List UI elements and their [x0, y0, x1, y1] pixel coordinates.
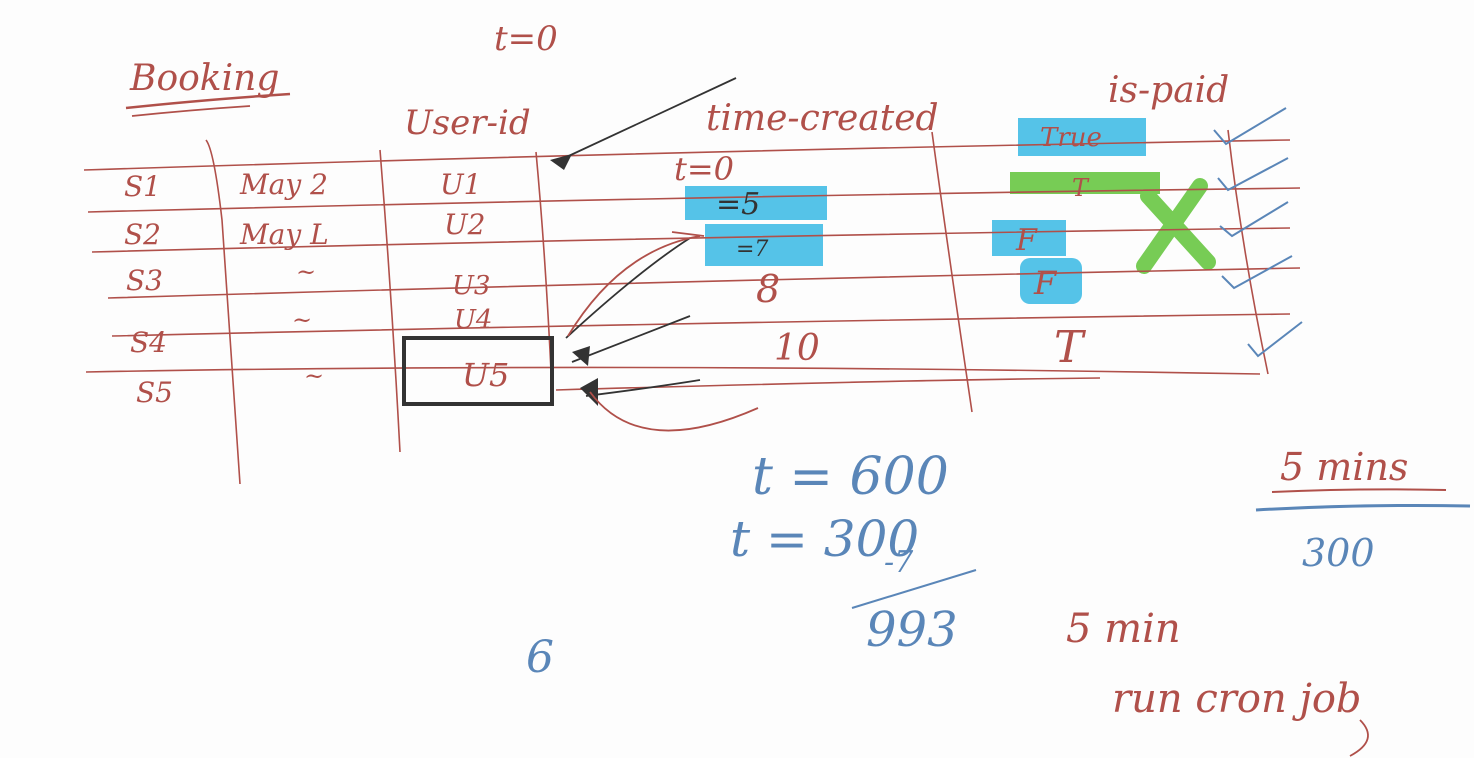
note-minus-7: -7 — [884, 545, 914, 580]
note-cron-job: run cron job — [1112, 676, 1362, 722]
booking-title: Booking — [129, 58, 279, 99]
user-u1: U1 — [440, 168, 481, 201]
checkmarks — [1213, 107, 1303, 358]
note-t-300: t = 300 — [730, 510, 919, 568]
note-t-600: t = 600 — [752, 447, 949, 507]
user-u5: U5 — [462, 356, 509, 394]
time-s3: 8 — [756, 267, 780, 311]
time-s1: t=0 — [674, 150, 734, 188]
highlight-s3-paid — [1020, 258, 1082, 304]
paid-s2: T — [1072, 174, 1090, 202]
date-s2: May L — [239, 218, 329, 251]
arrow-head-3 — [580, 378, 598, 406]
arrow-head-1 — [550, 154, 572, 170]
highlight-green-bar — [1010, 172, 1160, 194]
note-three-hundred: 300 — [1302, 531, 1375, 575]
highlight-s2-paid — [992, 220, 1066, 256]
user-u3: U3 — [452, 271, 490, 301]
paid-s4: T — [1054, 322, 1087, 373]
note-five-mins: 5 mins — [1280, 445, 1408, 489]
seat-s2: S2 — [124, 218, 161, 251]
job-tail — [1349, 719, 1369, 757]
time-s2: =5 — [716, 187, 760, 222]
user-u4: U4 — [454, 305, 492, 335]
subtraction-line — [851, 569, 977, 609]
time-s2-sub: =7 — [736, 237, 768, 262]
time-s4: 10 — [774, 328, 820, 369]
column-header-is-paid: is-paid — [1108, 70, 1229, 111]
u5-box — [402, 336, 554, 406]
arrow-head-2 — [572, 346, 590, 366]
column-header-time-created: time-created — [706, 98, 939, 139]
note-result-993: 993 — [866, 602, 958, 658]
highlight-s2-time — [685, 186, 827, 220]
t-zero-label: t=0 — [494, 19, 558, 59]
pointer-arrows — [559, 77, 737, 397]
title-underline — [125, 92, 291, 110]
seat-s5: S5 — [136, 376, 173, 409]
table-grid — [83, 129, 1301, 485]
note-six: 6 — [526, 632, 554, 683]
title-underline-2 — [131, 105, 251, 117]
paid-s1: True — [1040, 123, 1102, 153]
paid-s3: F — [1033, 264, 1058, 302]
date-s5: ~ — [304, 362, 324, 390]
green-x-mark — [1136, 178, 1216, 274]
paid-s2-sub: F — [1015, 223, 1038, 258]
seat-s4: S4 — [130, 326, 167, 359]
date-s3: ~ — [296, 258, 316, 286]
note-five-min: 5 min — [1066, 606, 1181, 652]
user-u2: U2 — [444, 208, 485, 241]
date-s1: May 2 — [239, 168, 328, 201]
highlight-true — [1018, 118, 1146, 156]
five-mins-divider — [1255, 504, 1471, 512]
five-mins-underline — [1271, 488, 1447, 493]
date-s4: ~ — [292, 306, 312, 334]
curved-arrows — [567, 231, 759, 432]
seat-s1: S1 — [124, 170, 161, 203]
column-header-user-id: User-id — [404, 103, 531, 143]
seat-s3: S3 — [126, 264, 163, 297]
highlight-s2-time-sub — [705, 224, 823, 266]
